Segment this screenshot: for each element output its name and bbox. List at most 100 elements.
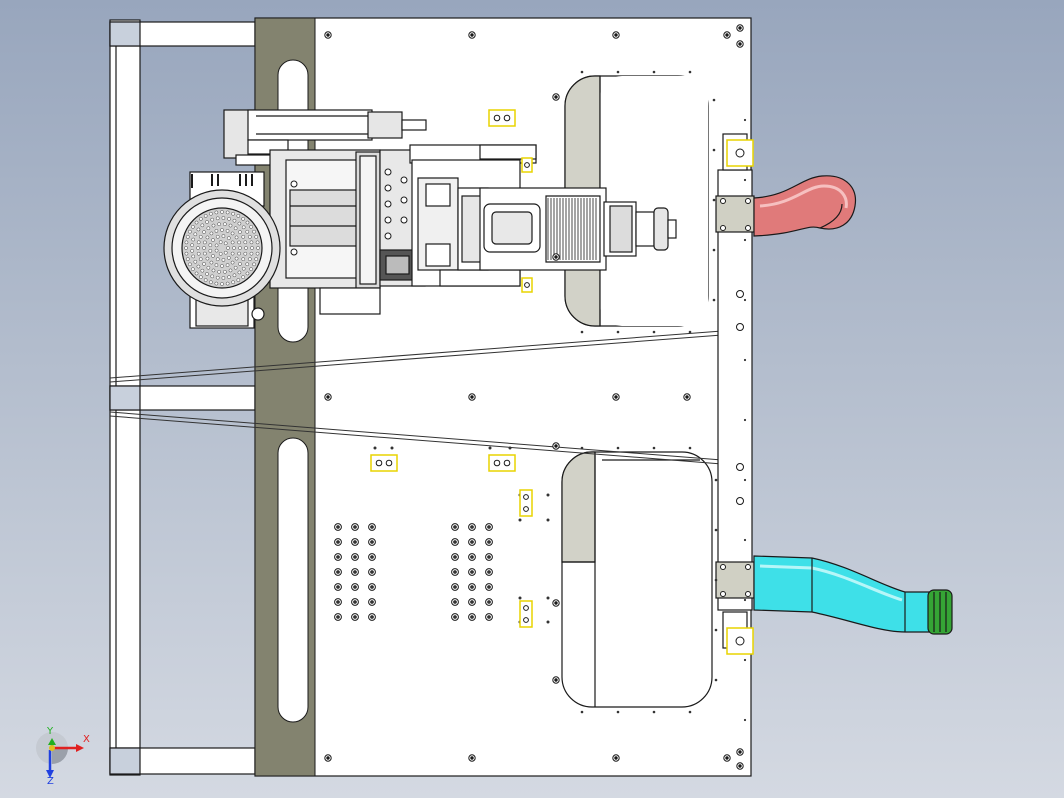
grille-hole: [211, 254, 215, 258]
grille-hole: [243, 240, 248, 245]
grille-hole: [200, 223, 205, 228]
grille-hole: [218, 251, 223, 256]
grid-hole-center: [487, 525, 491, 529]
grille-hole: [241, 266, 246, 271]
grille-hole: [191, 237, 196, 242]
grille-hole: [190, 243, 194, 247]
grille-hole: [185, 257, 190, 261]
selected-brackets[interactable]: [370, 109, 754, 655]
rim-hole: [714, 678, 718, 682]
rim-hole: [616, 446, 620, 450]
rim-hole: [712, 148, 716, 152]
rim-hole: [616, 70, 620, 74]
bracket-bolt: [523, 617, 529, 623]
grille-hole: [232, 218, 237, 223]
grid-hole-center: [487, 615, 491, 619]
grille-hole: [248, 257, 252, 261]
mounting-bar[interactable]: [715, 133, 755, 649]
grille-hole: [221, 276, 226, 280]
grille-hole: [209, 211, 213, 216]
grid-hole-center: [370, 600, 374, 604]
grille-hole: [220, 282, 224, 286]
grille-hole: [196, 264, 201, 269]
view-triad: [36, 732, 84, 778]
grid-hole-center: [453, 585, 457, 589]
grille-hole: [256, 246, 260, 250]
grille-hole: [238, 262, 242, 266]
rim-hole: [743, 658, 747, 662]
servo-motor[interactable]: [457, 187, 607, 271]
bracket-bolt: [503, 459, 511, 467]
rim-hole: [743, 718, 747, 722]
lower-window[interactable]: [561, 451, 713, 708]
grille-hole: [210, 274, 215, 279]
grille-hole: [211, 268, 216, 273]
grille-hole: [215, 216, 220, 221]
fan-motor[interactable]: [163, 171, 281, 329]
bracket-bolt: [523, 506, 529, 512]
grille-hole: [202, 246, 206, 250]
selected-bracket: [726, 627, 754, 655]
rim-hole: [712, 198, 716, 202]
grille-hole: [226, 246, 230, 250]
grille-hole: [254, 257, 259, 261]
grille-hole: [234, 256, 239, 261]
grid-hole-center: [353, 570, 357, 574]
fan-grille: [181, 207, 263, 289]
grille-hole: [214, 243, 219, 248]
grid-hole-center: [336, 600, 340, 604]
grille-hole: [232, 273, 237, 278]
grid-hole-center: [470, 540, 474, 544]
left-frame[interactable]: [109, 19, 256, 776]
rim-hole: [546, 620, 550, 624]
grille-hole: [202, 262, 206, 266]
grille-hole: [210, 217, 215, 222]
grille-hole: [206, 226, 211, 231]
grille-hole: [208, 243, 213, 247]
rim-hole: [518, 518, 522, 522]
grille-hole: [193, 259, 198, 264]
grid-hole-center: [370, 540, 374, 544]
grid-hole-center: [353, 585, 357, 589]
grille-hole: [184, 246, 188, 250]
rim-hole: [714, 528, 718, 532]
grille-hole: [245, 220, 250, 225]
rim-hole: [616, 330, 620, 334]
plate-bolt-center: [554, 678, 558, 682]
rim-hole: [714, 578, 718, 582]
rim-hole: [743, 178, 747, 182]
rim-hole: [508, 446, 512, 450]
grille-hole: [249, 224, 253, 229]
plate-bolt-center: [738, 26, 742, 30]
rim-hole: [688, 330, 692, 334]
rim-hole: [743, 238, 747, 242]
top-hose[interactable]: [753, 175, 857, 237]
grille-hole: [196, 251, 201, 256]
grid-hole-center: [370, 525, 374, 529]
rim-hole: [546, 596, 550, 600]
grille-hole: [249, 251, 254, 256]
spindle-block[interactable]: [269, 149, 426, 315]
grille-hole: [194, 220, 199, 225]
grille-hole: [193, 232, 198, 237]
plate-bolt-center: [554, 444, 558, 448]
grille-hole: [223, 250, 228, 255]
rim-hole: [688, 710, 692, 714]
grille-hole: [238, 230, 242, 234]
rail-slot-lower: [277, 437, 309, 723]
grid-hole-center: [487, 555, 491, 559]
grille-hole: [185, 235, 190, 239]
grille-hole: [196, 227, 201, 232]
rim-hole: [488, 446, 492, 450]
selected-bracket: [519, 489, 533, 517]
grille-hole: [196, 246, 200, 250]
grille-hole: [241, 275, 246, 279]
grid-hole-center: [487, 600, 491, 604]
grille-hole: [249, 267, 253, 272]
rim-hole: [390, 446, 394, 450]
bottom-hose[interactable]: [753, 555, 953, 635]
servo-shaft[interactable]: [603, 201, 677, 257]
plate-bolt-center: [738, 764, 742, 768]
